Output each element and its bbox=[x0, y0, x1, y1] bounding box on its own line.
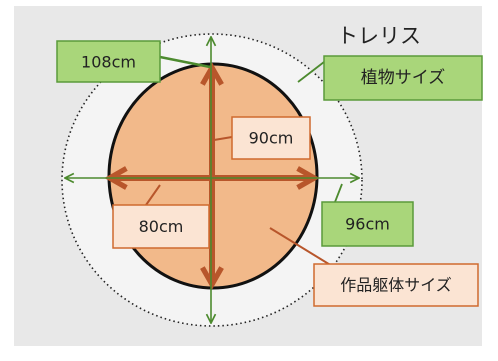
leader-body-size bbox=[269, 227, 333, 267]
label-96: 96cm bbox=[345, 215, 390, 234]
label-90: 90cm bbox=[249, 129, 294, 148]
label-plant-size: 植物サイズ bbox=[361, 68, 446, 88]
leader-108 bbox=[159, 55, 211, 69]
leader-90 bbox=[213, 136, 233, 141]
label-body-size: 作品躯体サイズ bbox=[340, 276, 452, 295]
label-box-108 bbox=[56, 40, 161, 83]
label-box-plant-size bbox=[323, 55, 483, 101]
trellis-title: トレリス bbox=[337, 24, 421, 48]
label-80: 80cm bbox=[139, 217, 184, 236]
label-box-80 bbox=[112, 204, 210, 249]
label-box-90 bbox=[231, 116, 311, 160]
label-box-96 bbox=[321, 201, 414, 247]
leader-80 bbox=[145, 184, 161, 206]
leader-plant-size bbox=[297, 61, 325, 83]
label-108: 108cm bbox=[81, 53, 136, 72]
label-box-body-size bbox=[313, 263, 479, 307]
